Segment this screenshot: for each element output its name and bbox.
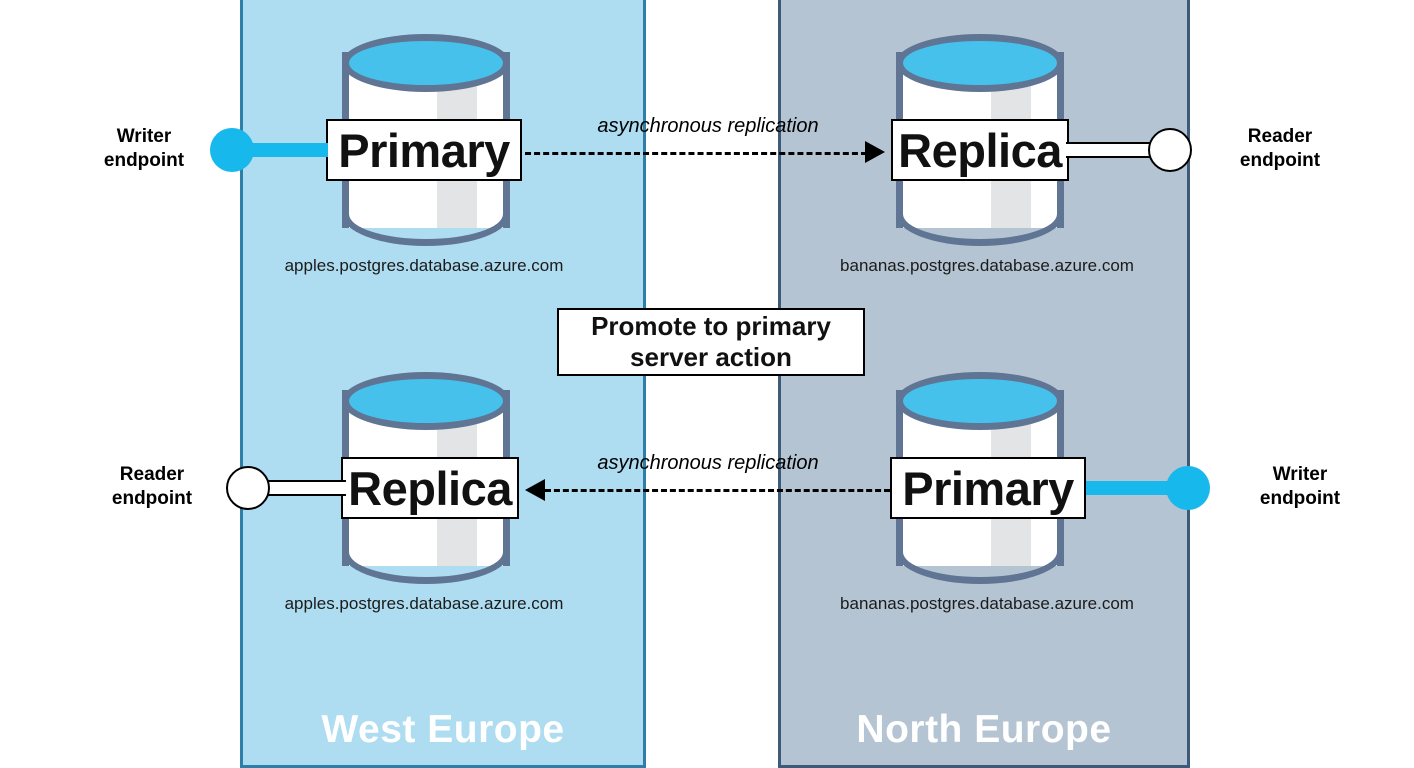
cylinder-top-cap: [342, 34, 510, 92]
promote-action-text: Promote to primary server action: [591, 311, 831, 372]
replication-arrow-head-bottom: [525, 479, 545, 501]
hostname-label-north-bottom: bananas.postgres.database.azure.com: [840, 594, 1134, 613]
cylinder-top-cap: [342, 372, 510, 430]
cylinder-bottom-cap: [342, 520, 510, 584]
reader-connector-bottom-left: [252, 480, 346, 496]
endpoint-label-line1: Writer: [1272, 464, 1328, 485]
endpoint-label-line1: Reader: [119, 464, 185, 485]
endpoint-label-line2: endpoint: [103, 149, 185, 171]
reader-endpoint-dot-bottom-left[interactable]: [226, 466, 270, 510]
cylinder-top-cap: [896, 34, 1064, 92]
endpoint-label-line2: endpoint: [1259, 487, 1341, 509]
endpoint-label-line1: Writer: [116, 126, 172, 147]
replication-label-top: asynchronous replication: [597, 115, 819, 137]
reader-endpoint-dot-top-right[interactable]: [1148, 128, 1192, 172]
promote-action-line2: server action: [630, 342, 792, 372]
endpoint-label-top-right: Reader endpoint: [1210, 125, 1350, 173]
promote-to-primary-action-box[interactable]: Promote to primary server action: [557, 308, 865, 376]
promote-action-line1: Promote to primary: [591, 311, 831, 342]
endpoint-label-bottom-left: Reader endpoint: [86, 463, 218, 511]
endpoint-label-line2: endpoint: [111, 487, 193, 509]
server-role-box-north-bottom[interactable]: Primary: [890, 457, 1086, 519]
hostname-label-west-top: apples.postgres.database.azure.com: [284, 256, 564, 275]
cylinder-top-cap: [896, 372, 1064, 430]
endpoint-label-line1: Reader: [1247, 126, 1313, 147]
writer-endpoint-dot-bottom-right[interactable]: [1166, 466, 1210, 510]
hostname-label-north-top: bananas.postgres.database.azure.com: [840, 256, 1134, 275]
replication-arrow-line-top: [525, 152, 867, 155]
writer-connector-top-left: [232, 143, 328, 157]
replication-arrow-head-top: [865, 141, 885, 163]
endpoint-label-bottom-right: Writer endpoint: [1230, 463, 1370, 511]
replication-label-bottom: asynchronous replication: [597, 452, 819, 474]
cylinder-bottom-cap: [342, 182, 510, 246]
region-label-west-europe: West Europe: [321, 708, 565, 751]
endpoint-label-line2: endpoint: [1239, 149, 1321, 171]
endpoint-label-top-left: Writer endpoint: [80, 125, 208, 173]
writer-endpoint-dot-top-left[interactable]: [210, 128, 254, 172]
cylinder-bottom-cap: [896, 182, 1064, 246]
server-role-box-north-top[interactable]: Replica: [891, 119, 1069, 181]
server-role-box-west-top[interactable]: Primary: [326, 119, 522, 181]
reader-connector-top-right: [1066, 142, 1172, 158]
region-label-north-europe: North Europe: [856, 708, 1112, 751]
hostname-label-west-bottom: apples.postgres.database.azure.com: [284, 594, 564, 613]
cylinder-bottom-cap: [896, 520, 1064, 584]
server-role-box-west-bottom[interactable]: Replica: [341, 457, 519, 519]
replication-arrow-line-bottom: [545, 489, 890, 492]
writer-connector-bottom-right: [1086, 481, 1182, 495]
